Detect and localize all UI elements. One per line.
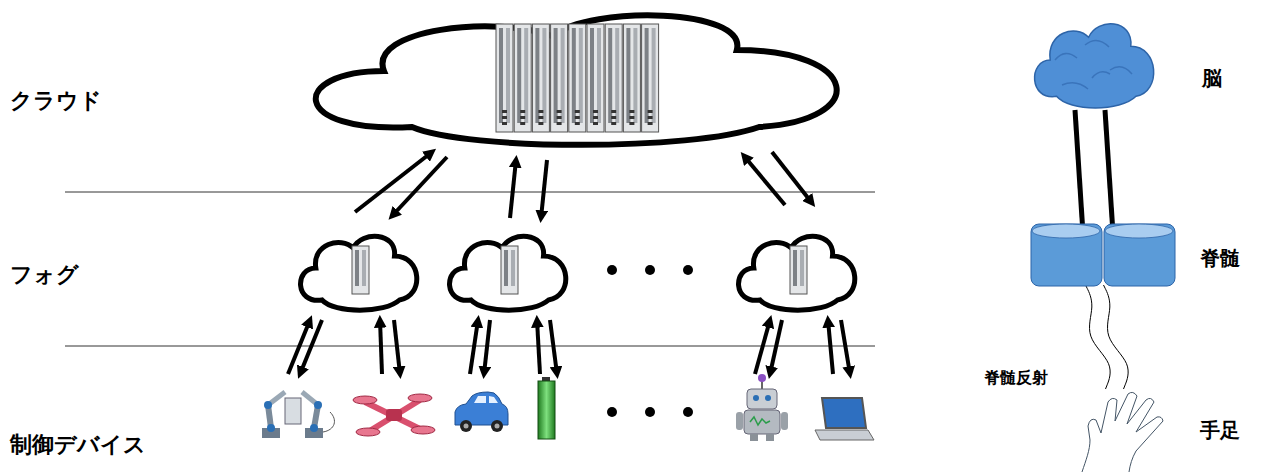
reflex-nerve xyxy=(1086,285,1111,389)
brain-node: 脳 xyxy=(1030,18,1160,113)
server-racks xyxy=(496,24,659,132)
cloud-outline xyxy=(316,15,837,145)
reflex-nerve xyxy=(1104,285,1129,389)
laptop-icon xyxy=(815,398,874,440)
robot-icon xyxy=(736,374,788,441)
flow-arrow xyxy=(392,157,447,216)
node-label: 脊髄 xyxy=(1200,245,1240,272)
flow-arrow xyxy=(355,152,432,212)
flow-arrow xyxy=(288,320,310,374)
node-label: 脳 xyxy=(1202,65,1222,92)
tier-label: 制御デバイス xyxy=(10,430,146,460)
flow-arrow xyxy=(550,320,557,374)
flow-arrow xyxy=(770,320,782,374)
car-icon xyxy=(455,392,508,432)
fog-cloud xyxy=(739,236,855,310)
flow-arrow xyxy=(300,320,322,374)
fog-cloud xyxy=(301,236,417,310)
tier-label: フォグ xyxy=(10,260,79,290)
spine-node: 脊髄 xyxy=(1030,222,1175,288)
battery-icon xyxy=(538,377,555,439)
flow-arrow xyxy=(772,152,812,203)
nerve-tract xyxy=(1105,110,1113,226)
flow-arrow xyxy=(541,160,547,218)
hand-shape xyxy=(1075,385,1170,473)
brain-shape xyxy=(1030,18,1160,113)
hand-node: 手足 xyxy=(1075,385,1170,473)
flow-arrow xyxy=(380,320,382,374)
flow-arrow xyxy=(484,320,490,374)
flow-arrow xyxy=(828,320,833,374)
robot-arm-icon xyxy=(262,392,334,438)
ellipsis-dots xyxy=(607,265,693,417)
tier-label: クラウド xyxy=(10,86,102,116)
flow-arrow xyxy=(755,320,770,374)
flow-arrow xyxy=(537,320,540,374)
flow-arrow xyxy=(470,320,478,374)
drone-icon xyxy=(353,394,435,436)
fog-cloud xyxy=(450,236,566,310)
flow-arrow xyxy=(510,160,516,218)
flow-arrow xyxy=(394,320,400,374)
annotation-label: 脊髄反射 xyxy=(984,368,1048,389)
flow-arrow xyxy=(841,320,850,374)
spine-shape xyxy=(1030,222,1175,288)
nerve-tract xyxy=(1075,110,1083,226)
tier-divider xyxy=(65,192,875,193)
node-label: 手足 xyxy=(1200,417,1240,444)
tier-divider xyxy=(65,346,875,347)
